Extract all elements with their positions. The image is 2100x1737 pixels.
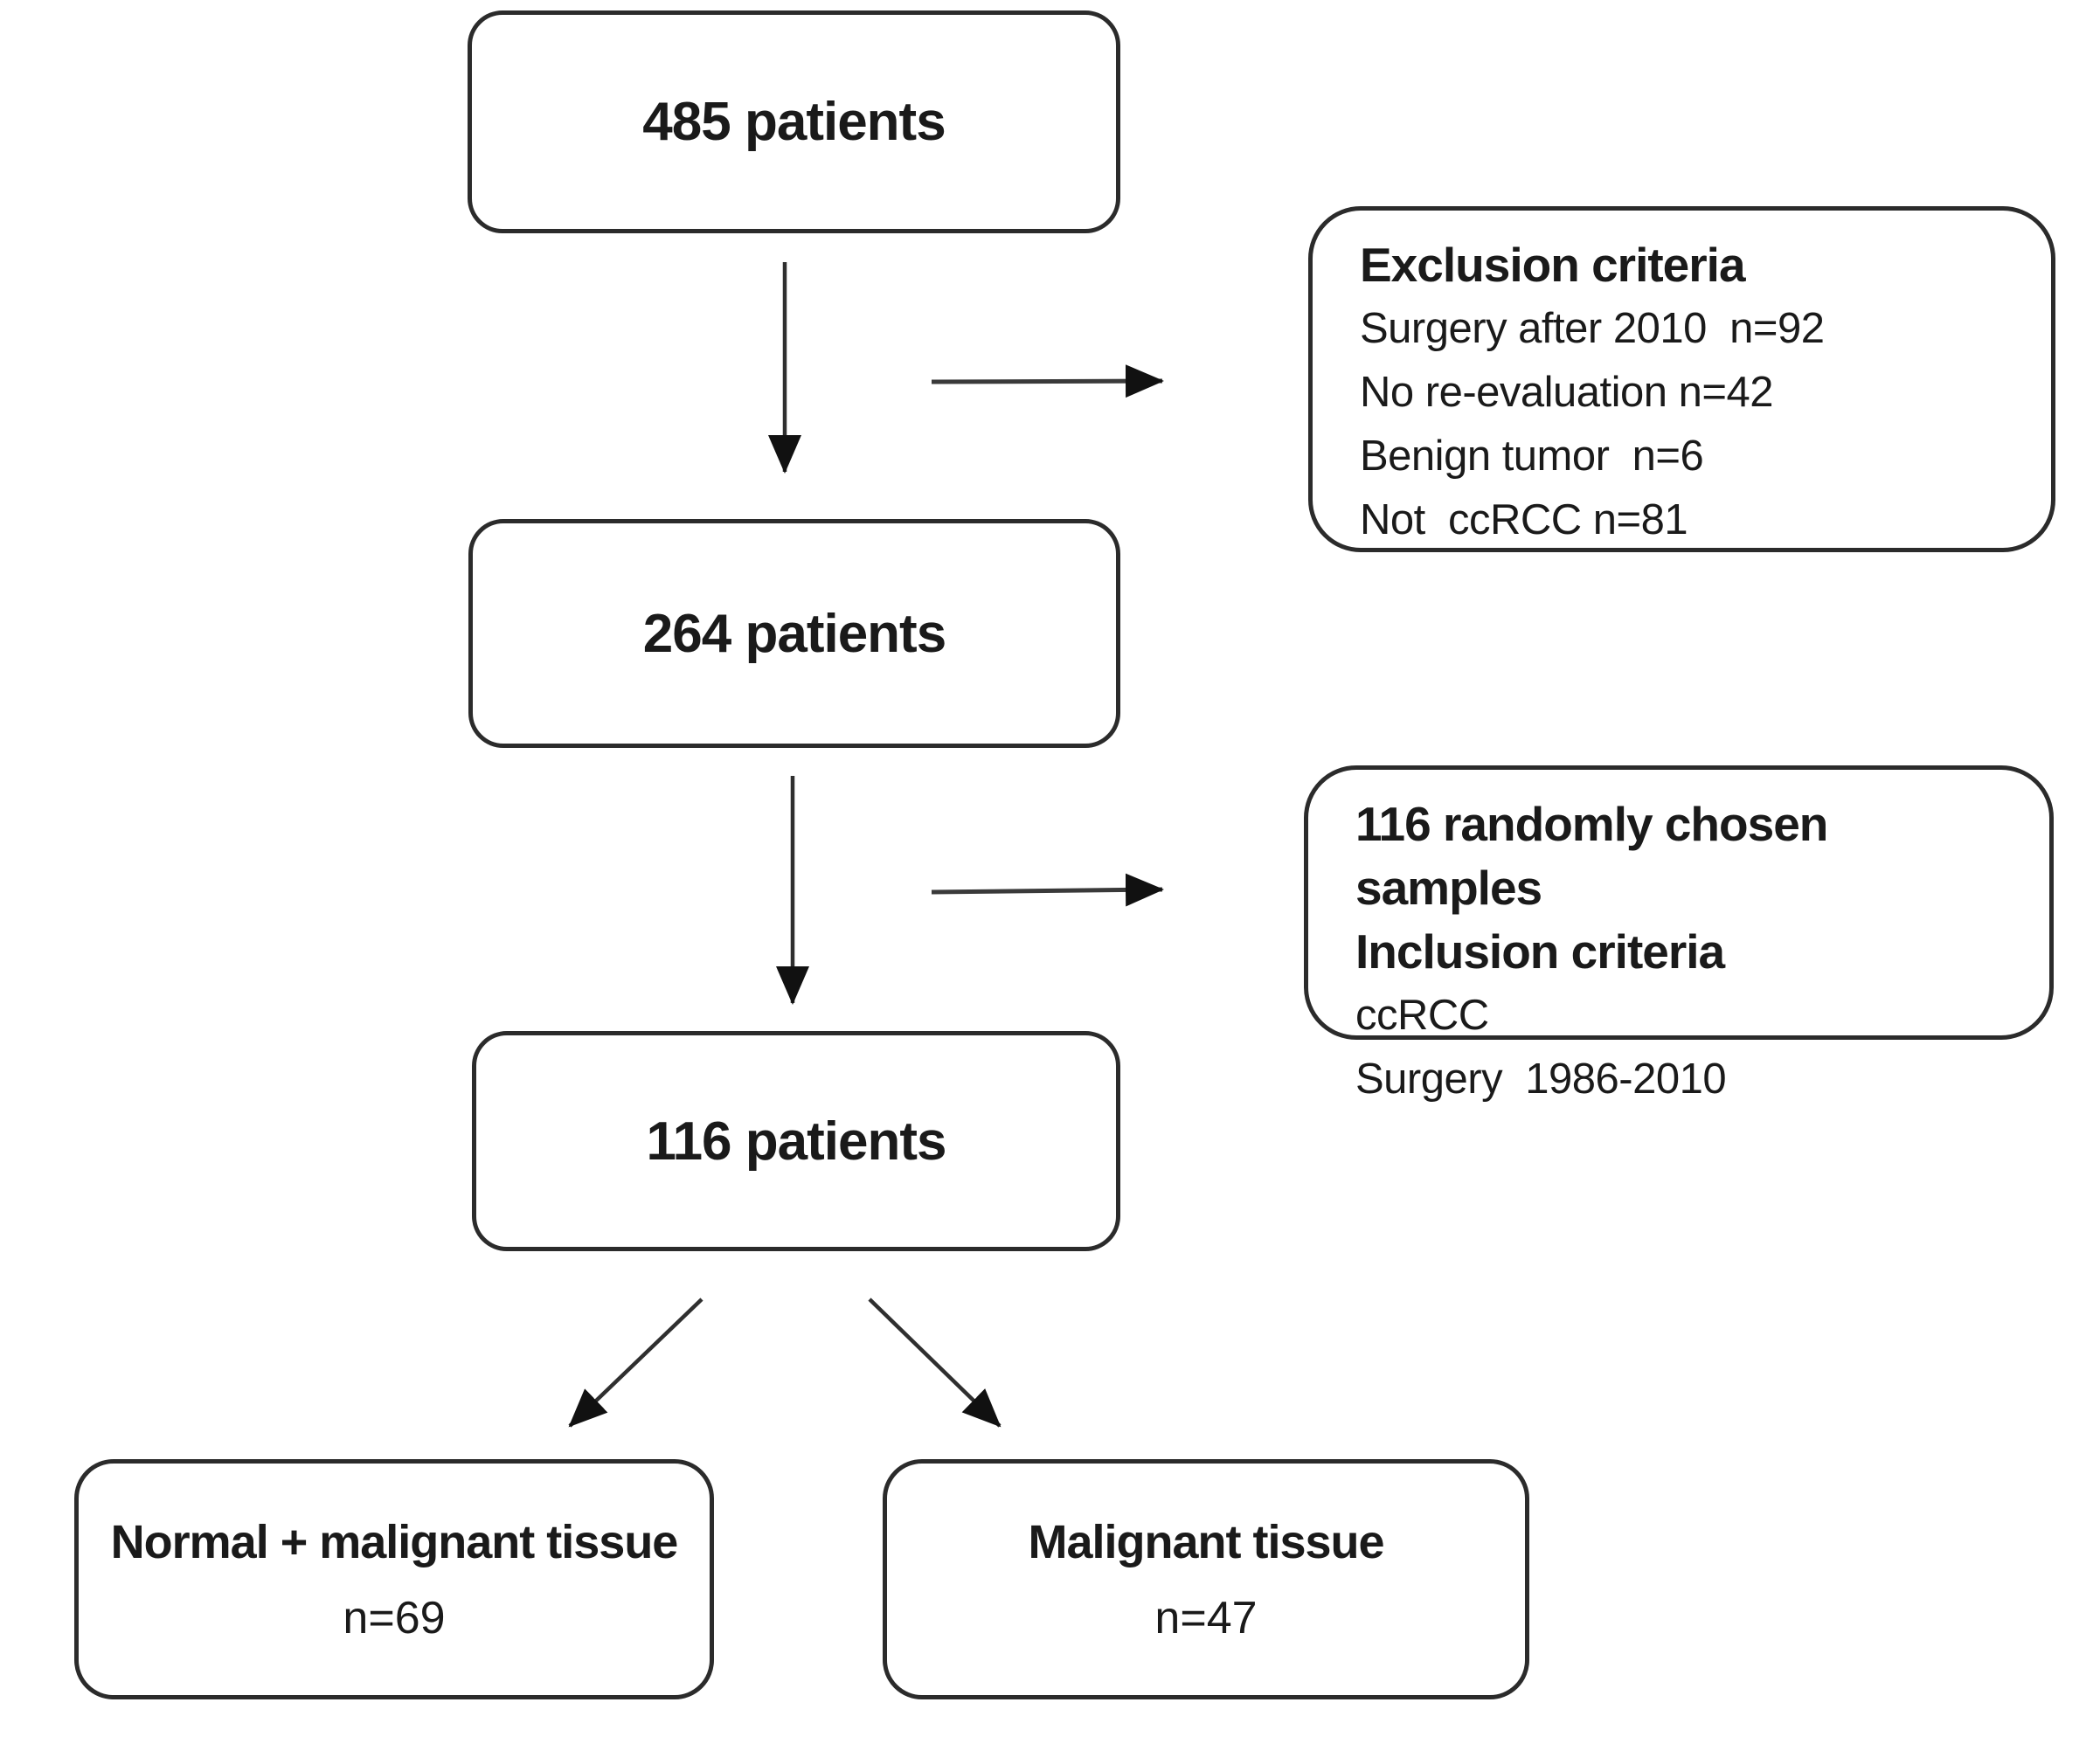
exclusion-item: Benign tumor n=6 xyxy=(1360,433,1704,480)
inclusion-item: ccRCC xyxy=(1355,992,1489,1039)
inclusion-heading-criteria: Inclusion criteria xyxy=(1355,924,1725,979)
arrow-right-icon xyxy=(931,873,1164,907)
stage-label: 264 patients xyxy=(642,603,946,664)
arrow-right-icon xyxy=(931,364,1164,398)
exclusion-item: No re-evaluation n=42 xyxy=(1360,369,1774,416)
stage-box-485-patients: 485 patients xyxy=(468,10,1120,233)
exclusion-criteria-title: Exclusion criteria xyxy=(1360,238,1746,292)
stage-box-116-patients: 116 patients xyxy=(472,1031,1120,1251)
outcome-box-malignant: Malignant tissue n=47 xyxy=(883,1459,1529,1699)
inclusion-item: Surgery 1986-2010 xyxy=(1355,1055,1727,1103)
outcome-count: n=47 xyxy=(1154,1592,1258,1644)
inclusion-criteria-box: 116 randomly chosen samples Inclusion cr… xyxy=(1304,765,2054,1103)
stage-box-264-patients: 264 patients xyxy=(468,519,1120,748)
inclusion-heading-samples: 116 randomly chosen samples xyxy=(1355,797,1840,915)
exclusion-criteria-box: Exclusion criteria Surgery after 2010 n=… xyxy=(1308,206,2055,552)
outcome-title: Malignant tissue xyxy=(1028,1515,1384,1568)
outcome-box-normal-malignant: Normal + malignant tissue n=69 xyxy=(74,1459,714,1699)
arrow-diagonal-left-icon xyxy=(568,1298,703,1428)
exclusion-item: Surgery after 2010 n=92 xyxy=(1360,305,1825,352)
stage-label: 485 patients xyxy=(642,92,946,152)
exclusion-item: Not ccRCC n=81 xyxy=(1360,496,1688,543)
stage-label: 116 patients xyxy=(646,1111,947,1172)
outcome-title: Normal + malignant tissue xyxy=(110,1515,679,1568)
outcome-count: n=69 xyxy=(343,1592,446,1644)
arrow-diagonal-right-icon xyxy=(868,1298,1001,1428)
